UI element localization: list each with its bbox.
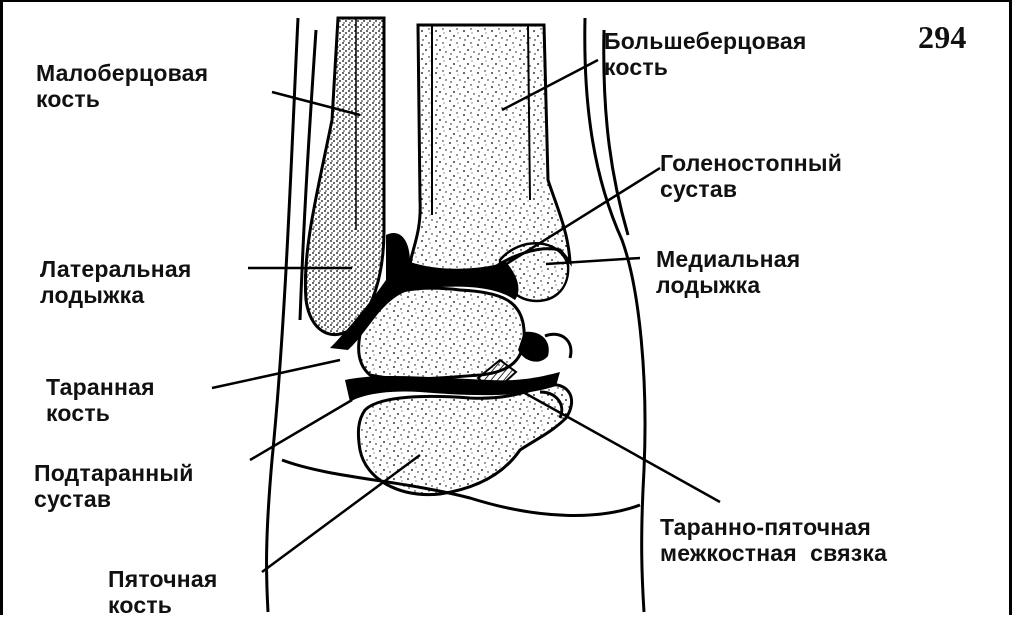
label-fibula-line2: кость: [36, 86, 208, 112]
label-talus-line2: кость: [46, 400, 155, 426]
label-subtalar-joint: Подтаранный сустав: [34, 460, 194, 512]
label-lateral-malleolus: Латеральная лодыжка: [40, 256, 191, 308]
label-calcaneus: Пяточная кость: [108, 566, 217, 618]
label-fibula: Малоберцовая кость: [36, 60, 208, 112]
label-ankle-joint: Голеностопный сустав: [660, 150, 842, 202]
page-number: 294: [918, 20, 967, 54]
label-talus: Таранная кость: [46, 374, 155, 426]
label-medial-malleolus: Медиальная лодыжка: [656, 246, 800, 298]
label-talus-line1: Таранная: [46, 374, 155, 400]
label-fibula-line1: Малоберцовая: [36, 60, 208, 86]
label-talocalcaneal-ligament: Таранно-пяточная межкостная связка: [660, 514, 887, 566]
leader-calcaneus: [262, 455, 420, 572]
label-ankle-joint-line1: Голеностопный: [660, 150, 842, 176]
label-tibia-line1: Большеберцовая: [604, 28, 807, 54]
label-medial-malleolus-line1: Медиальная: [656, 246, 800, 272]
label-ankle-joint-line2: сустав: [660, 176, 842, 202]
leader-talocalcaneal-ligament: [505, 382, 720, 502]
leader-subtalar-joint: [250, 400, 352, 460]
label-tibia-line2: кость: [604, 54, 807, 80]
label-lateral-malleolus-line1: Латеральная: [40, 256, 191, 282]
tibia: [410, 25, 570, 272]
label-lateral-malleolus-line2: лодыжка: [40, 282, 191, 308]
label-talocalcaneal-ligament-line1: Таранно-пяточная: [660, 514, 887, 540]
label-tibia: Большеберцовая кость: [604, 28, 807, 80]
label-subtalar-joint-line1: Подтаранный: [34, 460, 194, 486]
label-medial-malleolus-line2: лодыжка: [656, 272, 800, 298]
label-talocalcaneal-ligament-line2: межкостная связка: [660, 540, 887, 566]
label-subtalar-joint-line2: сустав: [34, 486, 194, 512]
label-calcaneus-line2: кость: [108, 592, 217, 618]
label-calcaneus-line1: Пяточная: [108, 566, 217, 592]
leader-talus: [212, 360, 340, 388]
fibula: [305, 18, 384, 335]
